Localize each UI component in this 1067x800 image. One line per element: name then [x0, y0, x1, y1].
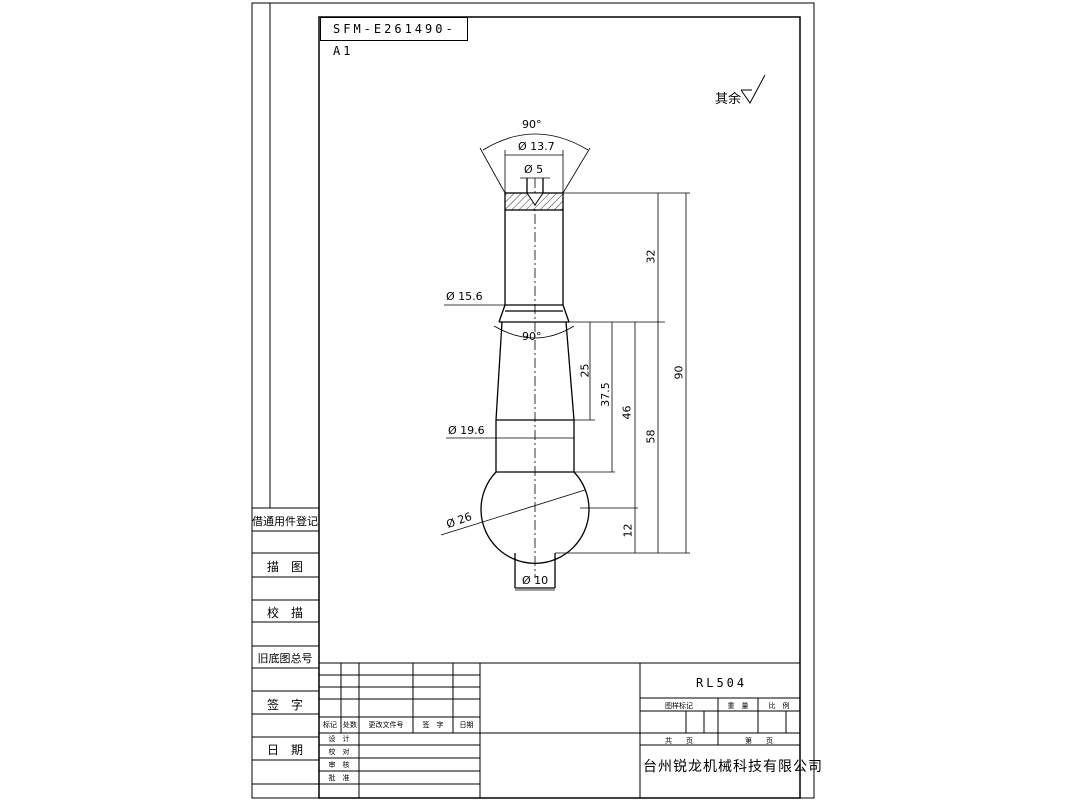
side-label-signature: 签 字	[266, 698, 303, 712]
role-review: 审 核	[328, 761, 350, 769]
role-proofread: 校 对	[328, 748, 350, 756]
dim-len-46: 46	[620, 405, 634, 420]
sheet-number: 第 页	[745, 737, 773, 745]
dimension-lines	[440, 133, 690, 591]
dim-len-25: 25	[578, 363, 592, 378]
side-label-check-trace: 校 描	[266, 606, 303, 620]
side-label-date: 日 期	[266, 743, 303, 757]
drawing-number: SFM-E261490-A1	[320, 17, 468, 58]
rev-header-date: 日期	[459, 721, 474, 729]
rev-header-mark: 标记	[323, 721, 337, 729]
part-code: RL504	[696, 676, 748, 690]
dim-d-top-outer: Ø 13.7	[518, 140, 555, 153]
dim-top-angle: 90°	[522, 118, 542, 131]
dim-d-shaft: Ø 15.6	[446, 290, 483, 303]
material-mark: 图样标记	[665, 702, 693, 710]
total-sheets: 共 页	[665, 737, 693, 745]
side-label-trace: 描 图	[266, 560, 303, 574]
rev-header-sign: 签 字	[422, 721, 444, 729]
scale-label: 比 例	[768, 702, 790, 710]
role-approve: 批 准	[328, 774, 350, 782]
side-label-general-parts: 借通用件登记	[252, 515, 318, 528]
title-block-grid	[319, 662, 800, 798]
dim-len-37-5: 37.5	[598, 382, 612, 407]
role-design: 设 计	[328, 735, 350, 743]
roughness-note: 其余	[715, 92, 742, 107]
dim-d-taper: Ø 19.6	[448, 424, 485, 437]
dim-neck-angle: 90°	[522, 330, 542, 343]
sidebar-grid	[252, 3, 319, 785]
part-outline	[480, 178, 590, 589]
drawing-frame	[318, 16, 801, 799]
roughness-symbol	[740, 74, 766, 104]
company-name: 台州锐龙机械科技有限公司	[643, 759, 823, 775]
dim-len-12: 12	[621, 523, 635, 538]
side-label-old-base-number: 旧底图总号	[257, 652, 313, 665]
dim-len-32: 32	[644, 249, 658, 264]
dim-d-top-inner: Ø 5	[524, 163, 544, 176]
dim-len-58: 58	[644, 429, 658, 444]
rev-header-count: 处数	[343, 721, 357, 729]
rev-header-file: 更改文件号	[368, 721, 404, 729]
dim-len-90: 90	[672, 365, 686, 380]
weight-label: 重 量	[727, 702, 749, 710]
dim-d-bottom: Ø 10	[522, 574, 549, 587]
